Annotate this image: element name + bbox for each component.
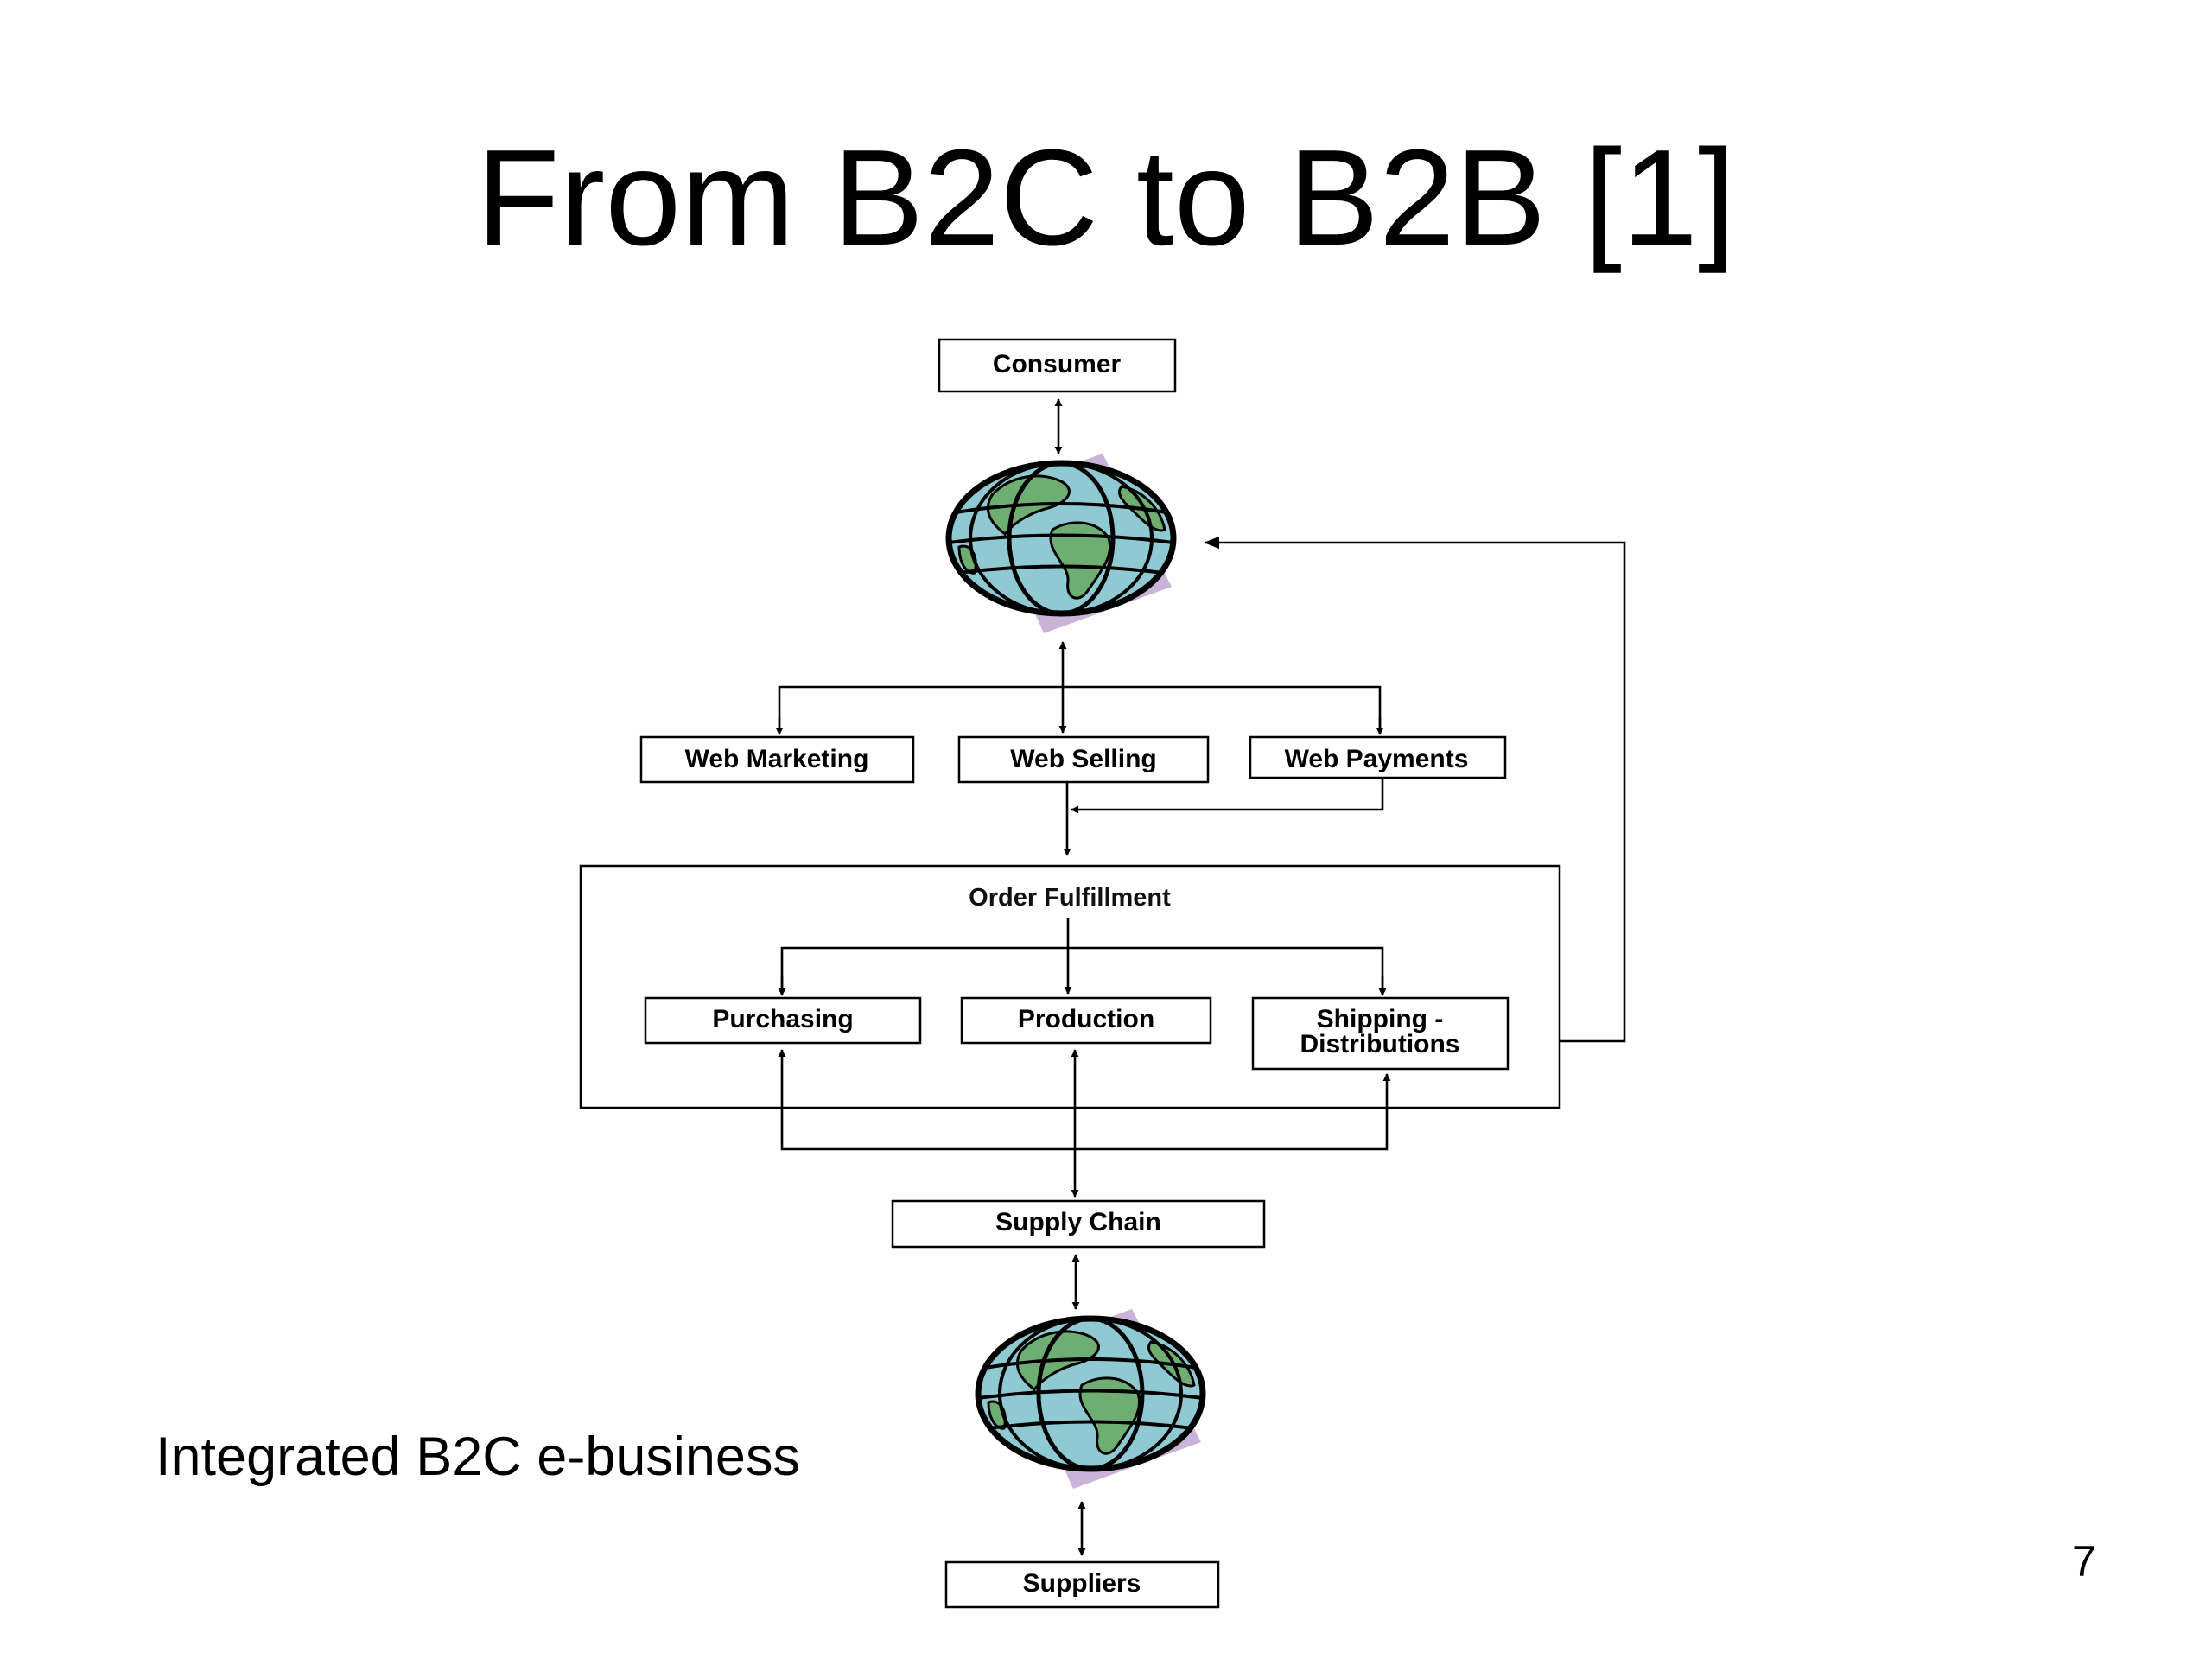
production-label: Production [1018,1005,1154,1033]
web-payments-label: Web Payments [1285,745,1469,773]
purchasing-label: Purchasing [712,1005,853,1033]
suppliers-label: Suppliers [1023,1569,1141,1598]
diagram-caption: Integrated B2C e-business [156,1427,800,1487]
web-tier-connector [778,685,1382,733]
purchasing-box: Purchasing [644,996,922,1045]
suppliers-box: Suppliers [944,1560,1220,1609]
supply-chain-box: Supply Chain [891,1199,1266,1249]
order-fulfillment-label: Order Fulfillment [969,884,1171,912]
consumer-label: Consumer [993,350,1122,378]
slide-title: From B2C to B2B [1] [476,122,1736,274]
web-payments-merge-arrow [1071,778,1384,814]
web-payments-box: Web Payments [1249,735,1507,779]
shipping-label-line1: Shipping - [1317,1005,1444,1033]
web-marketing-box: Web Marketing [639,735,915,784]
order-fulfillment-group: Order Fulfillment [579,864,1561,1109]
page-number: 7 [2072,1537,2096,1586]
supply-chain-label: Supply Chain [995,1208,1161,1236]
web-selling-box: Web Selling [957,735,1210,784]
fulfillment-connector [780,946,1384,994]
feedback-arrow [1204,536,1626,1043]
web-marketing-label: Web Marketing [685,745,869,773]
web-selling-label: Web Selling [1010,745,1156,773]
shipping-distributions-box: Shipping - Distributions [1251,996,1510,1071]
shipping-label-line2: Distributions [1300,1030,1460,1058]
globe-icon [949,454,1173,633]
consumer-box: Consumer [938,338,1177,393]
supply-return-connector [778,1049,1391,1151]
production-box: Production [960,996,1212,1045]
globe-icon [978,1309,1203,1489]
